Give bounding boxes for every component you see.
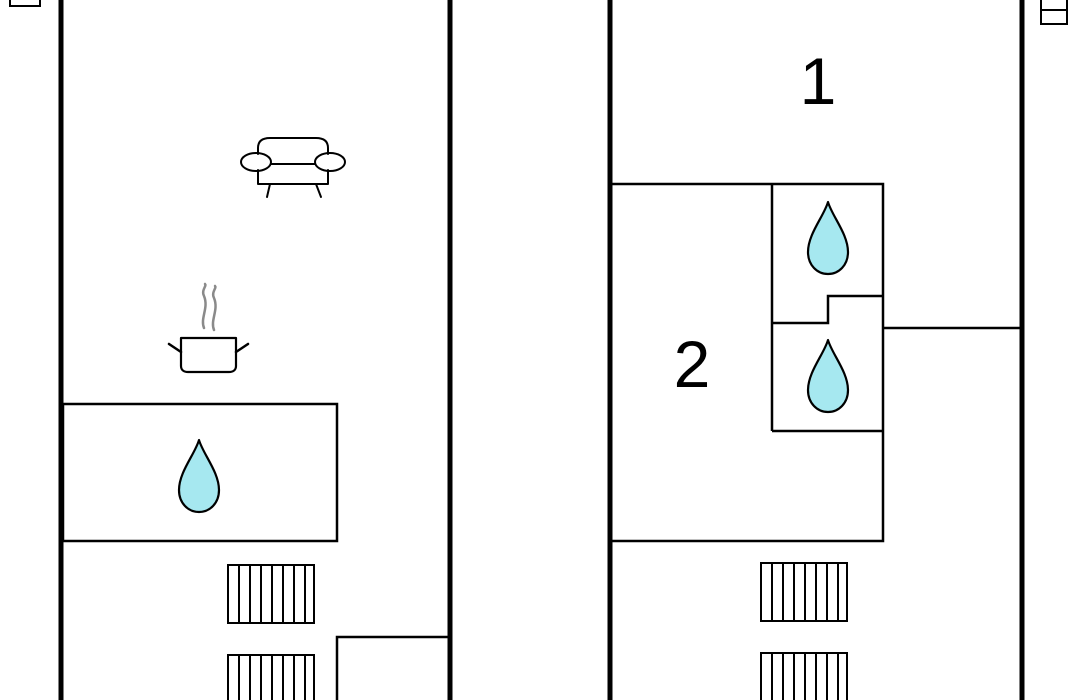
stairs-icon [227, 654, 315, 700]
stairs-icon [760, 652, 848, 700]
water-drop-icon [806, 338, 850, 414]
sofa-icon [240, 137, 346, 198]
room-2: 2 [612, 182, 885, 543]
window-icon [1040, 0, 1068, 25]
stairs-icon [760, 562, 848, 622]
upper-bathrooms [770, 184, 883, 433]
ground-floor [58, 0, 453, 700]
water-drop-icon [177, 438, 221, 514]
room-label-2: 2 [674, 327, 711, 401]
window-icon [9, 0, 41, 7]
room-label-1: 1 [800, 44, 837, 118]
upper-floor: 1 2 [607, 0, 1025, 700]
stairs-icon [227, 564, 315, 624]
water-drop-icon [806, 200, 850, 276]
cooking-pot-icon [167, 282, 250, 374]
ground-bathroom [61, 402, 339, 543]
